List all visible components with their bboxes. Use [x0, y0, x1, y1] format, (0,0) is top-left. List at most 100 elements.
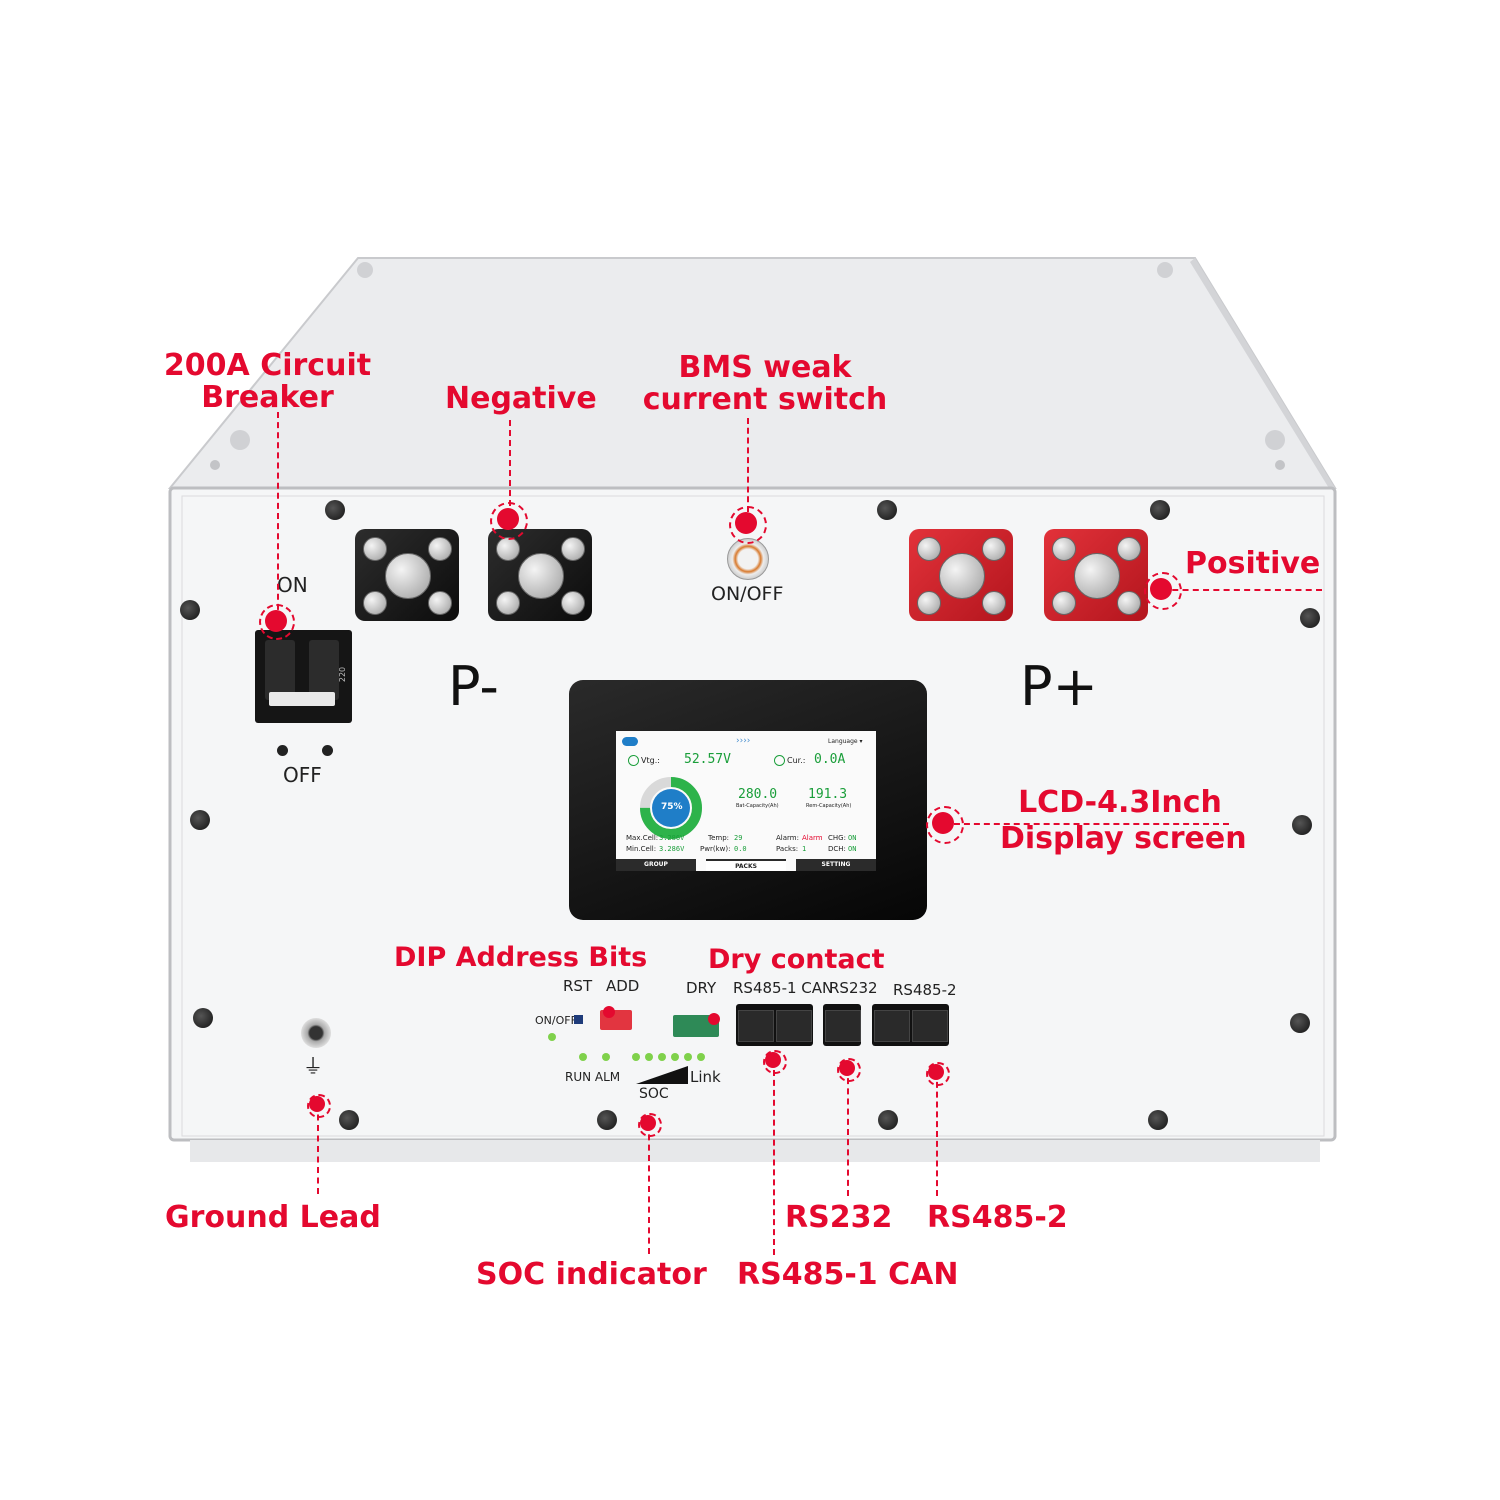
soc-leader — [648, 1124, 650, 1254]
onoff-small-label: ON/OFF — [535, 1014, 577, 1027]
rs232-leader — [847, 1068, 849, 1196]
panel-screw — [325, 500, 345, 520]
rs485-2-port[interactable] — [872, 1004, 949, 1046]
panel-screw — [1148, 1110, 1168, 1130]
ground-leader — [317, 1104, 319, 1194]
rs232-port[interactable] — [823, 1004, 861, 1046]
soc-label: SOC — [639, 1086, 669, 1102]
circuit-breaker[interactable]: 220 — [255, 630, 352, 723]
lcd-marker — [932, 812, 954, 834]
cloud-logo-icon — [622, 737, 638, 746]
alarm-value: Alarm — [802, 834, 823, 842]
lcd-screen[interactable]: ›››› Language ▾ Vtg.: 52.57V Cur.: 0.0A … — [616, 731, 876, 871]
cur-label: Cur.: — [787, 756, 806, 765]
vtg-label: Vtg.: — [641, 756, 660, 765]
tab-setting[interactable]: SETTING — [796, 859, 876, 871]
panel-screw — [339, 1110, 359, 1130]
tab-packs[interactable]: PACKS — [706, 859, 786, 871]
soc-bars-icon — [636, 1066, 688, 1084]
temp-value: 29 — [734, 834, 743, 842]
breaker-marker — [265, 610, 287, 632]
panel-screw — [878, 1110, 898, 1130]
onoff-small-switch[interactable] — [574, 1015, 583, 1024]
vtg-value: 52.57V — [684, 752, 731, 767]
run-led — [579, 1053, 587, 1061]
callout-soc: SOC indicator — [476, 1257, 707, 1292]
onoff-led — [548, 1033, 556, 1041]
tab-group[interactable]: GROUP — [616, 859, 696, 871]
bat-capacity-label: Bat-Capacity(Ah) — [736, 803, 779, 809]
bms-leader — [747, 418, 749, 512]
rs485-1-marker — [765, 1052, 781, 1068]
callout-dry: Dry contact — [708, 944, 885, 975]
run-alm-label: RUN ALM — [565, 1070, 621, 1084]
bat-capacity-value: 280.0 — [738, 787, 778, 802]
pwr-value: 0.0 — [734, 845, 747, 853]
dry-contact-connector[interactable] — [673, 1015, 719, 1037]
ground-symbol-icon: ⏚ — [303, 1054, 323, 1078]
soc-gauge — [640, 777, 702, 839]
dch-value: ON — [848, 845, 857, 853]
bms-power-button[interactable] — [727, 538, 769, 580]
add-label: ADD — [606, 977, 640, 995]
panel-screw — [1292, 815, 1312, 835]
temp-label: Temp: — [708, 834, 730, 842]
callout-rs232: RS232 — [785, 1200, 893, 1235]
panel-screw — [1290, 1013, 1310, 1033]
negative-marker — [497, 508, 519, 530]
panel-screw — [1300, 608, 1320, 628]
negative-leader — [509, 420, 511, 516]
soc-marker — [640, 1115, 656, 1131]
rs485-1-can-port[interactable] — [736, 1004, 813, 1046]
positive-terminal-1 — [909, 529, 1013, 621]
callout-ground: Ground Lead — [165, 1200, 381, 1235]
soc-percent: 75% — [661, 802, 683, 812]
panel-screw — [1150, 500, 1170, 520]
ground-marker — [309, 1096, 325, 1112]
soc-led — [632, 1053, 640, 1061]
min-cell-label: Min.Cell: — [626, 845, 657, 853]
p-plus-label: P+ — [1020, 655, 1098, 718]
panel-screw — [877, 500, 897, 520]
chg-label: CHG: — [828, 834, 846, 842]
packs-value: 1 — [802, 845, 807, 853]
soc-led — [645, 1053, 653, 1061]
rem-capacity-value: 191.3 — [808, 787, 848, 802]
negative-terminal-2 — [488, 529, 592, 621]
voltage-icon — [628, 755, 639, 766]
rst-label: RST — [563, 977, 593, 995]
dry-label: DRY — [686, 979, 717, 997]
alarm-label: Alarm: — [776, 834, 799, 842]
soc-led — [658, 1053, 666, 1061]
callout-positive: Positive — [1185, 546, 1321, 581]
negative-terminal-1 — [355, 529, 459, 621]
alm-led — [602, 1053, 610, 1061]
cur-value: 0.0A — [814, 752, 846, 767]
port1-label: RS485-1 CAN — [733, 979, 834, 997]
port3-label: RS485-2 — [893, 981, 957, 999]
chg-value: ON — [848, 834, 857, 842]
callout-rs485-1: RS485-1 CAN — [737, 1257, 959, 1292]
enclosure-side — [1190, 258, 1335, 498]
soc-led — [697, 1053, 705, 1061]
dip-marker — [603, 1006, 615, 1018]
min-cell-value: 3.286V — [659, 845, 685, 853]
current-icon — [774, 755, 785, 766]
language-dropdown[interactable]: Language ▾ — [828, 738, 863, 745]
callout-negative: Negative — [445, 381, 597, 416]
lcd-leader — [944, 823, 1229, 825]
rem-capacity-label: Rem-Capacity(Ah) — [806, 803, 852, 809]
max-cell-value: 3.286V — [659, 834, 685, 842]
breaker-toggle[interactable] — [269, 692, 335, 706]
panel-screw — [597, 1110, 617, 1130]
max-cell-label: Max.Cell: — [626, 834, 659, 842]
screen-arrows: ›››› — [736, 736, 751, 746]
rs485-1-leader — [773, 1060, 775, 1255]
pwr-label: Pwr(kw): — [700, 845, 731, 853]
breaker-indicator-dot — [277, 745, 288, 756]
breaker-rating: 220 — [338, 666, 348, 683]
rs232-marker — [839, 1060, 855, 1076]
breaker-off-label: OFF — [283, 763, 322, 787]
